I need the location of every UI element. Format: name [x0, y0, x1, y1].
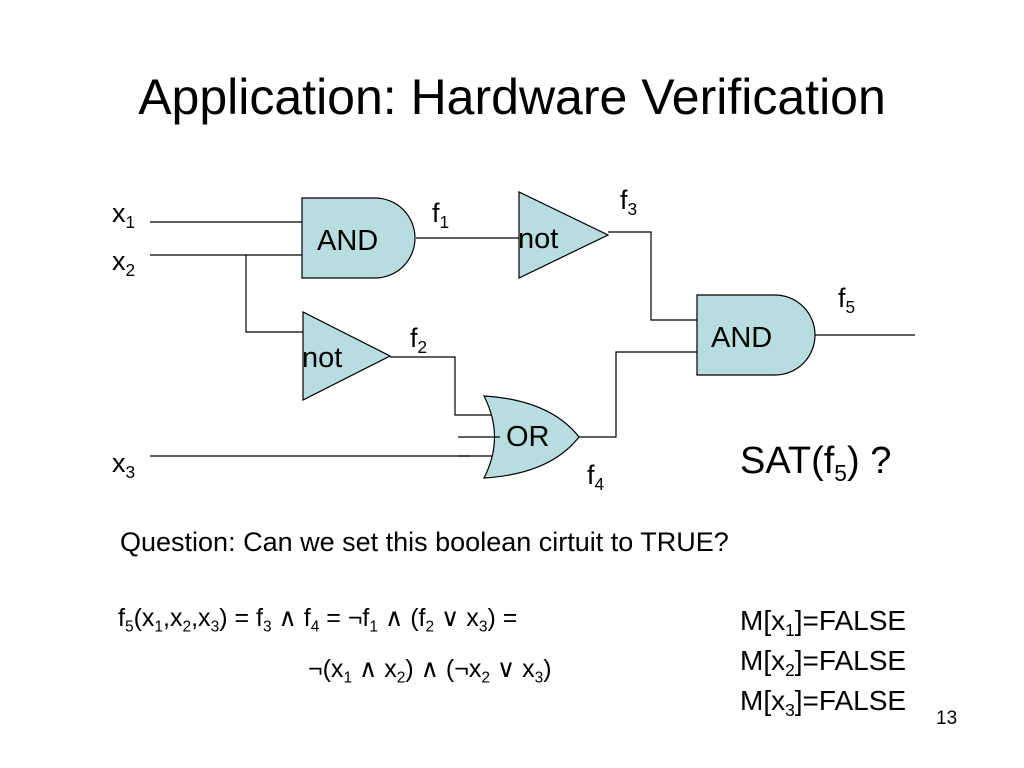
formula-subscript: 2 [425, 618, 435, 636]
formula-text: ,x [163, 604, 183, 632]
formula-subscript: 3 [210, 618, 220, 636]
wire-x2-branch [245, 255, 303, 333]
not-gate-2-label: not [302, 342, 342, 374]
and-gate-1-label: AND [317, 225, 378, 257]
not-gate-1-label: not [518, 223, 558, 255]
formula-text: ¬(x [308, 655, 344, 683]
formula-subscript: 2 [396, 669, 406, 687]
model-x1: M[x1]=FALSE [740, 605, 907, 641]
or-gate-label: OR [506, 421, 550, 453]
page-number: 13 [936, 708, 958, 729]
wire-label-f4: f4 [587, 460, 605, 495]
formula-text: = ¬f [319, 604, 370, 632]
formula-text: ) [543, 655, 552, 683]
input-x3-label: x3 [112, 448, 136, 483]
model-x2: M[x2]=FALSE [740, 645, 907, 681]
formula-text: ) ∧ (¬x [405, 655, 482, 683]
formula-subscript: 2 [182, 618, 192, 636]
formula-text: ) = [487, 604, 518, 632]
formula-subscript: 4 [310, 618, 320, 636]
formula-text: ∧ (f [378, 604, 426, 632]
question-text: Question: Can we set this boolean cirtui… [120, 527, 729, 557]
and-gate-2 [696, 294, 816, 376]
not-gate-2 [302, 311, 392, 401]
formula-text: ) = f [219, 604, 263, 632]
sat-question-label: SAT(f5) ? [740, 440, 892, 486]
formula-text: (x [133, 604, 155, 632]
wire-label-f2: f2 [410, 323, 428, 358]
formula-text: ∨ x [489, 655, 535, 683]
or-gate-input-stub [458, 436, 500, 457]
wire-f3 [608, 231, 697, 321]
slide-title: Application: Hardware Verification [138, 69, 886, 125]
formula-subscript: 1 [369, 618, 379, 636]
formula-subscript: 1 [343, 669, 353, 687]
formula-subscript: 1 [154, 618, 164, 636]
formula-line-1: f5(x1,x2,x3) = f3 ∧ f4 = ¬f1 ∧ (f2 ∨ x3)… [118, 603, 518, 636]
formula-text: ∨ x [434, 604, 479, 632]
formula-text: ∧ x [352, 655, 397, 683]
input-x2-label: x2 [112, 246, 136, 281]
wire-label-f1: f1 [432, 198, 450, 233]
and-gate-1 [301, 197, 416, 279]
wire-label-f5: f5 [838, 283, 856, 318]
formula-text: ∧ f [271, 604, 311, 632]
or-gate [482, 395, 580, 479]
not-gate-1 [518, 191, 610, 279]
formula-subscript: 3 [478, 618, 488, 636]
formula-subscript: 3 [262, 618, 272, 636]
formula-text: ,x [191, 604, 211, 632]
wire-label-f3: f3 [620, 185, 638, 220]
wire-f2 [390, 356, 500, 416]
input-x1-label: x1 [112, 198, 136, 233]
formula-subscript: 2 [481, 669, 490, 687]
and-gate-2-label: AND [711, 322, 772, 354]
formula-line-2: ¬(x1 ∧ x2) ∧ (¬x2 ∨ x3) [308, 654, 552, 687]
wire-f4 [579, 351, 697, 438]
model-x3: M[x3]=FALSE [740, 685, 907, 721]
formula-subscript: 3 [534, 669, 544, 687]
formula-text: f [118, 604, 125, 632]
formula-subscript: 5 [124, 618, 134, 636]
